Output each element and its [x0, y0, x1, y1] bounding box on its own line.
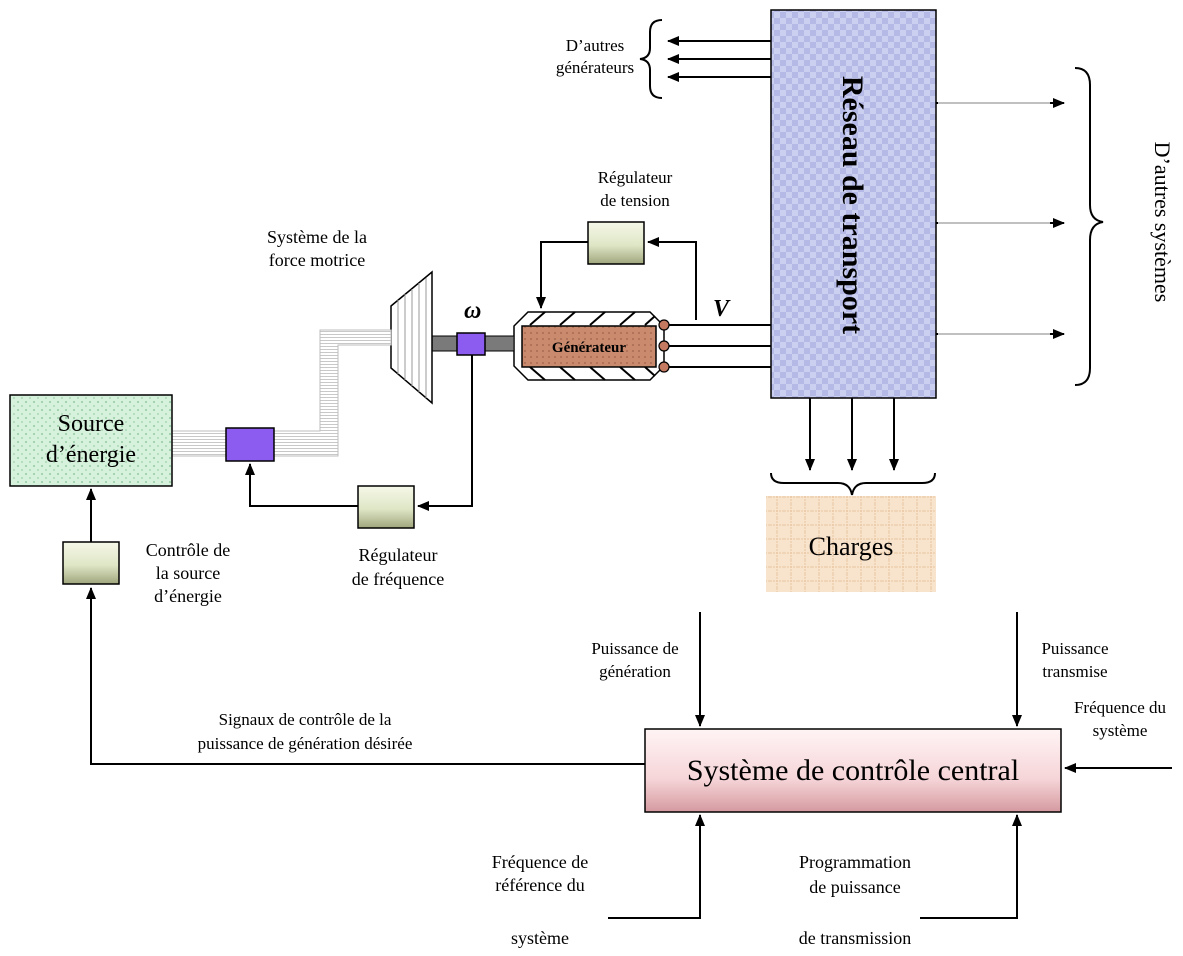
transmission-schedule-line: [920, 814, 1022, 919]
load-arrows: [805, 398, 899, 471]
other-generators-label-1: D’autres: [566, 36, 625, 55]
voltage-regulator-label-2: de tension: [600, 191, 670, 210]
other-systems-brace: [1074, 67, 1104, 386]
frequency-regulator-output-line: [245, 463, 358, 507]
reference-frequency-label-2: référence du: [495, 875, 584, 895]
transmission-schedule-label-1: Programmation: [799, 852, 911, 872]
transmission-schedule-label-3: de transmission: [799, 928, 912, 948]
control-valve: [225, 427, 275, 462]
generator-label: Générateur: [552, 340, 626, 356]
transmission-schedule-label-2: de puissance: [809, 877, 900, 897]
system-frequency-label-2: système: [1093, 721, 1148, 740]
system-frequency-label-1: Fréquence du: [1074, 698, 1167, 717]
voltage-symbol: V: [713, 296, 731, 322]
voltage-regulator-label-1: Régulateur: [598, 168, 673, 187]
other-systems-arrows: [936, 98, 1065, 339]
transmitted-power-label-1: Puissance: [1041, 639, 1108, 658]
control-signals-line: [86, 587, 645, 765]
generator-bus-lines: [668, 324, 771, 368]
transmission-network-label: Réseau de transport: [836, 76, 869, 334]
other-generators-brace: [639, 19, 663, 99]
frequency-feedback-line: [417, 355, 473, 511]
energy-source-control-label-1: Contrôle de: [146, 540, 230, 560]
voltage-regulator-output-line: [536, 241, 588, 309]
generation-power-label-2: génération: [599, 662, 671, 681]
other-generators-arrows: [667, 36, 771, 82]
generator-terminals: [658, 319, 670, 373]
central-control-block: [644, 728, 1062, 813]
loads-brace: [770, 472, 936, 496]
speed-sensor: [456, 332, 486, 356]
other-systems-label: D’autres systèmes: [1150, 142, 1175, 303]
frequency-regulator-block: [357, 485, 415, 529]
voltage-regulator-block: [587, 221, 645, 265]
prime-mover-label-1: Système de la: [267, 227, 367, 247]
reference-frequency-label-1: Fréquence de: [492, 852, 588, 872]
omega-symbol: ω: [464, 298, 481, 324]
reference-frequency-line: [608, 814, 705, 919]
steam-pipe: [171, 329, 392, 457]
control-signals-label-1: Signaux de contrôle de la: [219, 710, 392, 729]
energy-source-control-label-3: d’énergie: [154, 586, 222, 606]
energy-source-block: [9, 394, 173, 487]
generation-power-label-1: Puissance de: [591, 639, 678, 658]
voltage-feedback-line: [647, 237, 697, 320]
energy-source-label-1: Source: [58, 411, 125, 437]
energy-source-control-block: [62, 541, 120, 585]
other-generators-label-2: générateurs: [556, 58, 634, 77]
energy-source-control-label-2: la source: [156, 563, 220, 583]
loads-block: [766, 496, 936, 592]
transmitted-power-label-2: transmise: [1042, 662, 1107, 681]
prime-mover-label-2: force motrice: [269, 250, 365, 270]
frequency-regulator-label-1: Régulateur: [359, 545, 438, 565]
frequency-regulator-label-2: de fréquence: [352, 569, 444, 589]
central-control-label: Système de contrôle central: [687, 754, 1019, 787]
reference-frequency-label-3: système: [511, 928, 569, 948]
transmission-network-block: [770, 9, 937, 399]
control-signals-label-2: puissance de génération désirée: [198, 734, 413, 753]
energy-source-label-2: d’énergie: [46, 442, 136, 468]
loads-label: Charges: [809, 532, 894, 561]
